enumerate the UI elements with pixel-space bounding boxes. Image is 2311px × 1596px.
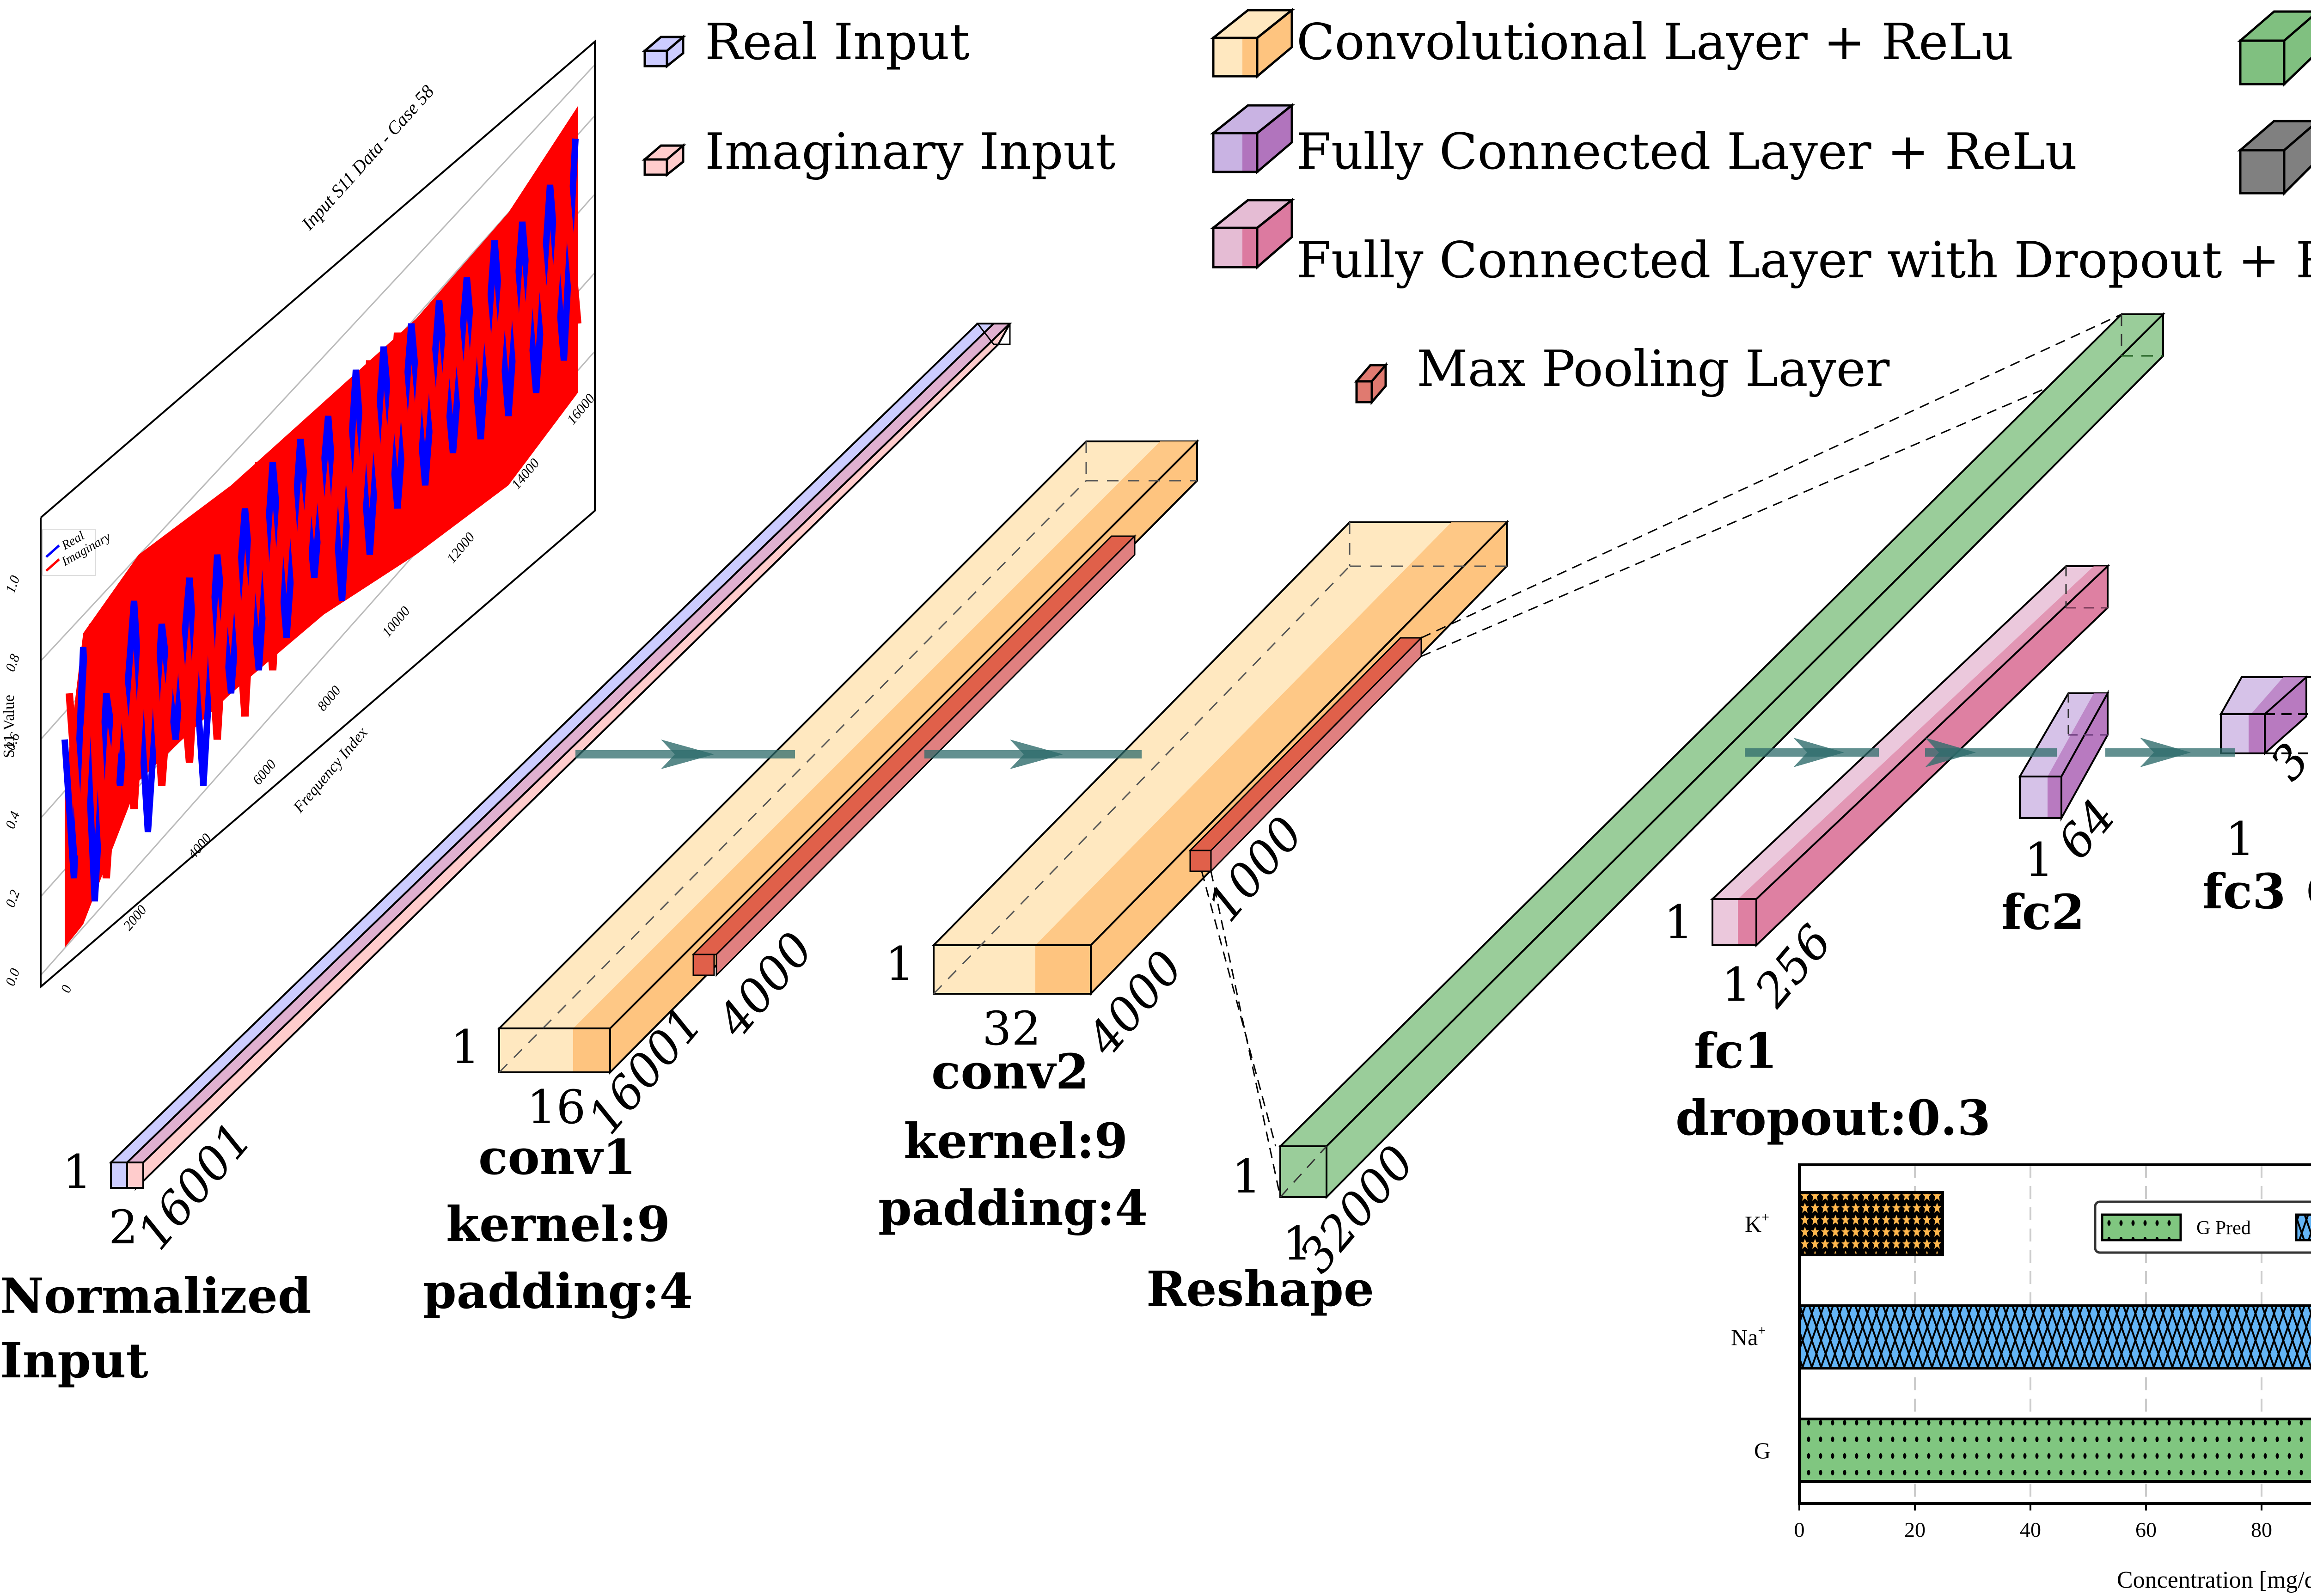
bar-cat-g: G bbox=[1754, 1437, 1771, 1463]
bar-cat-na: Na+ bbox=[1731, 1323, 1766, 1350]
bar-na bbox=[1798, 1304, 2311, 1370]
legend-imaginary-input: Imaginary Input bbox=[705, 123, 1115, 181]
fc2-label: fc2 bbox=[2001, 884, 2085, 941]
arrowhead-icon bbox=[661, 740, 714, 769]
svg-text:10000: 10000 bbox=[379, 604, 413, 640]
bar-k bbox=[1798, 1191, 1944, 1256]
fc1-dim-width: 1 bbox=[1722, 958, 1751, 1012]
s11-axes bbox=[40, 39, 596, 989]
svg-text:0: 0 bbox=[58, 983, 75, 995]
conv1-dim-height: 1 bbox=[451, 1020, 480, 1074]
s11-y-label: S11 Value bbox=[0, 695, 18, 758]
svg-text:0.4: 0.4 bbox=[3, 809, 23, 831]
conv2-padding: padding:4 bbox=[878, 1180, 1148, 1236]
svg-text:2000: 2000 bbox=[120, 902, 150, 933]
legend-na-swatch bbox=[2295, 1213, 2311, 1241]
svg-text:20: 20 bbox=[1904, 1518, 1926, 1541]
svg-text:60: 60 bbox=[2135, 1518, 2157, 1541]
conv1-kernel: kernel:9 bbox=[446, 1196, 670, 1253]
svg-text:80: 80 bbox=[2251, 1518, 2272, 1541]
input-label-line2: Input bbox=[0, 1332, 148, 1389]
fc2-layer bbox=[2018, 690, 2109, 822]
conv1-label: conv1 bbox=[478, 1129, 636, 1186]
reshape-dim-width: 1 bbox=[1283, 1217, 1312, 1271]
svg-text:1.0: 1.0 bbox=[3, 574, 23, 595]
fc-dropout-cube-icon bbox=[1210, 197, 1296, 270]
fc3-layer bbox=[2219, 675, 2309, 756]
fc-layer-cube-icon bbox=[1210, 103, 1296, 175]
bar-g bbox=[1798, 1418, 2311, 1483]
fc1-dropout: dropout:0.3 bbox=[1675, 1089, 1991, 1146]
conv-layer-cube-icon bbox=[1210, 7, 1296, 79]
input-label-line1: Normalized bbox=[0, 1267, 312, 1324]
bar-axes bbox=[1798, 1163, 2311, 1505]
conv2-kernel: kernel:9 bbox=[904, 1113, 1128, 1169]
layer-legend: Real Input Imaginary Input Convolutional… bbox=[642, 7, 2311, 405]
legend-conv-layer: Convolutional Layer + ReLu bbox=[1296, 13, 2013, 71]
arrowhead-icon bbox=[1010, 740, 1063, 769]
legend-fc-dropout-layer: Fully Connected Layer with Dropout + ReL… bbox=[1296, 232, 2311, 289]
svg-text:0.8: 0.8 bbox=[3, 652, 23, 674]
imaginary-input-cube-icon bbox=[642, 143, 686, 177]
svg-text:0.2: 0.2 bbox=[3, 888, 23, 910]
bar-x-ticks: 0 20 40 60 80 100 120 140 bbox=[1794, 1518, 2273, 1541]
fc3-label: fc3 bbox=[2202, 863, 2286, 920]
svg-text:0.0: 0.0 bbox=[3, 966, 23, 988]
conv2-dim-height: 1 bbox=[885, 937, 915, 991]
s11-y-ticks: 0.0 0.2 0.4 0.6 0.8 1.0 bbox=[3, 574, 23, 988]
svg-text:0: 0 bbox=[1794, 1518, 1805, 1541]
legend-real-input: Real Input bbox=[705, 13, 970, 71]
legend-imag-swatch bbox=[45, 558, 60, 572]
legend-g-swatch bbox=[2101, 1213, 2182, 1241]
conv2-dim-width: 32 bbox=[982, 1002, 1041, 1056]
arrowhead-icon bbox=[1925, 738, 1976, 767]
s11-signal-traces bbox=[61, 106, 581, 948]
conv2-label: conv2 bbox=[931, 1043, 1089, 1100]
legend-g-label: G Pred bbox=[2196, 1217, 2251, 1239]
svg-text:4000: 4000 bbox=[185, 831, 214, 862]
bar-x-label: Concentration [mg/dL] bbox=[2117, 1567, 2311, 1593]
fc3-dim-height: 1 bbox=[2225, 812, 2255, 866]
fc1-label: fc1 bbox=[1694, 1022, 1777, 1079]
real-input-cube-icon bbox=[642, 34, 686, 69]
svg-text:12000: 12000 bbox=[444, 530, 477, 566]
legend-real-swatch bbox=[45, 544, 60, 558]
s11-input-plot: Input S11 Data - Case 58 Real Imaginary … bbox=[0, 39, 598, 995]
reshape-cube-icon bbox=[2237, 10, 2311, 87]
svg-text:40: 40 bbox=[2020, 1518, 2041, 1541]
input-dim-height: 1 bbox=[62, 1145, 92, 1199]
prediction-bar-chart: Case 58 K+ Na+ G 0 20 40 60 80 100 12 bbox=[1731, 1163, 2311, 1593]
input-dim-width: 2 bbox=[109, 1200, 138, 1254]
reshape-label: Reshape bbox=[1146, 1260, 1374, 1317]
bar-cat-k: K+ bbox=[1745, 1210, 1769, 1237]
conv1-padding: padding:4 bbox=[423, 1263, 693, 1320]
arrowhead-icon bbox=[1793, 738, 1844, 767]
fc3-output-connectors bbox=[2265, 676, 2311, 754]
input-layer bbox=[109, 323, 1012, 1191]
output-label: Output bbox=[2306, 863, 2311, 920]
svg-text:6000: 6000 bbox=[250, 757, 279, 788]
reshape-dim-height: 1 bbox=[1232, 1150, 1261, 1204]
bar-x-tick-marks bbox=[1798, 1504, 2262, 1510]
arrow-heads bbox=[661, 738, 2191, 769]
conv1-dim-width: 16 bbox=[527, 1080, 586, 1134]
max-pooling-cube-icon bbox=[1354, 362, 1388, 405]
fc2-dim-height: 1 bbox=[2024, 833, 2054, 887]
legend-max-pooling: Max Pooling Layer bbox=[1417, 340, 1890, 398]
arrowhead-icon bbox=[2140, 738, 2191, 767]
svg-text:8000: 8000 bbox=[314, 683, 344, 714]
output-cube-icon bbox=[2237, 120, 2311, 196]
bar-legend: G Pred Na+ Pred K+ Pred bbox=[2094, 1200, 2311, 1254]
legend-fc-layer: Fully Connected Layer + ReLu bbox=[1296, 123, 2077, 181]
fc1-dim-height: 1 bbox=[1664, 895, 1694, 949]
reshape-connectors bbox=[1201, 313, 2122, 1198]
conv2-layer bbox=[931, 520, 1509, 996]
